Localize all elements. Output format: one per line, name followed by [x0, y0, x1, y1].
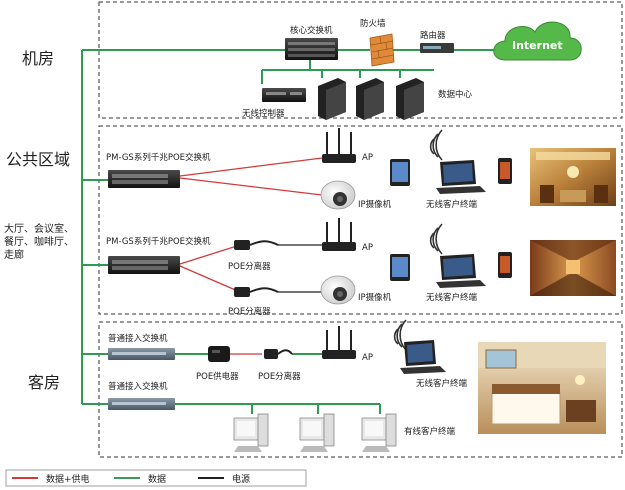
wireless-client-3-label: 无线客户终端: [416, 378, 468, 389]
server-icon-2: [356, 78, 384, 120]
ap-3-label: AP: [362, 353, 373, 363]
tablet-icon-1: [390, 159, 410, 186]
poe-splitter-1-label: POE分离器: [228, 261, 271, 272]
ap-2-label: AP: [362, 243, 373, 253]
legend-item-power: 电源: [198, 473, 250, 485]
guest-room-zone: [98, 321, 623, 458]
laptop-icon-2: [436, 254, 486, 288]
wifi-icon-3: [393, 319, 407, 351]
legend-label-power: 电源: [232, 473, 250, 485]
poe-splitter-2-label: POE分离器: [228, 306, 271, 317]
wireless-controller-icon: [262, 88, 306, 102]
camera-2-label: IP摄像机: [358, 292, 392, 303]
firewall-label: 防火墙: [360, 18, 386, 29]
ap-1: [322, 128, 356, 163]
wifi-icon-1: [429, 129, 443, 161]
legend-label-data-power: 数据+供电: [46, 473, 90, 485]
public-area-label: 公共区域: [6, 150, 70, 169]
ap-1-label: AP: [362, 153, 373, 163]
legend-label-data: 数据: [148, 473, 166, 485]
data-center-label: 数据中心: [438, 89, 473, 100]
laptop-icon-1: [436, 160, 486, 194]
wired-client-label: 有线客户终端: [404, 426, 456, 437]
corridor-photo: [530, 240, 616, 296]
camera-1-label: IP摄像机: [358, 199, 392, 210]
phone-icon-1: [498, 158, 512, 184]
core-switch: [285, 38, 338, 60]
server-room-zone: [98, 1, 623, 119]
wireless-client-1-label: 无线客户终端: [426, 199, 478, 210]
poe-splitter-2: [234, 287, 279, 297]
phone-icon-2: [498, 252, 512, 278]
poe-injector-label: POE供电器: [196, 371, 239, 382]
access-switch-1: [108, 348, 175, 360]
lobby-photo: [530, 148, 616, 206]
legend-item-data: 数据: [114, 473, 166, 485]
access-switch-2-label: 普通接入交换机: [108, 381, 168, 392]
poe-lines: [179, 157, 323, 355]
legend-box: [5, 469, 307, 487]
poe-splitter-3-label: POE分离器: [258, 371, 301, 382]
firewall-icon: [369, 33, 395, 67]
desktop-pc-icon-2: [299, 413, 335, 452]
camera-1: [320, 180, 356, 210]
access-switch-2: [108, 398, 175, 410]
server-room-label: 机房: [22, 49, 54, 68]
desktop-pc-icon-3: [361, 413, 397, 452]
public-area-sub-label-1: 大厅、会议室、: [4, 222, 74, 235]
internet-cloud-icon: [493, 21, 582, 61]
camera-2: [320, 275, 356, 305]
wireless-controller-label: 无线控制器: [242, 108, 285, 119]
public-area-zone: [98, 125, 623, 315]
server-icon-1: [318, 78, 346, 120]
power-lines: [278, 244, 322, 293]
public-area-sub-label-2: 餐厅、咖啡厅、: [4, 235, 74, 248]
internet-label: Internet: [512, 39, 563, 52]
public-area-sub-label-3: 走廊: [4, 248, 24, 261]
poe-switch-2: [108, 256, 180, 274]
desktop-pc-icon-1: [233, 413, 269, 452]
ap-3: [322, 326, 356, 359]
tablet-icon-2: [390, 254, 410, 281]
core-switch-label: 核心交换机: [290, 25, 333, 36]
poe-switch-1-label: PM-GS系列千兆POE交换机: [106, 152, 211, 163]
server-icon-3: [396, 78, 424, 120]
data-center-servers: [318, 78, 424, 120]
poe-switch-2-label: PM-GS系列千兆POE交换机: [106, 236, 211, 247]
wireless-client-2-label: 无线客户终端: [426, 292, 478, 303]
poe-injector: [208, 346, 230, 362]
poe-splitter-3: [264, 349, 293, 359]
ap-2: [322, 218, 356, 251]
poe-switch-1: [108, 170, 180, 188]
backbone-lines: [81, 49, 502, 414]
hotel-room-photo: [478, 342, 606, 434]
router-icon: [420, 43, 454, 53]
legend-item-data-power: 数据+供电: [12, 473, 90, 485]
router-label: 路由器: [420, 30, 446, 41]
laptop-icon-3: [400, 340, 446, 374]
access-switch-1-label: 普通接入交换机: [108, 333, 168, 344]
guest-room-label: 客房: [28, 373, 60, 392]
poe-splitter-1: [234, 240, 279, 250]
wifi-icon-2: [429, 223, 443, 255]
